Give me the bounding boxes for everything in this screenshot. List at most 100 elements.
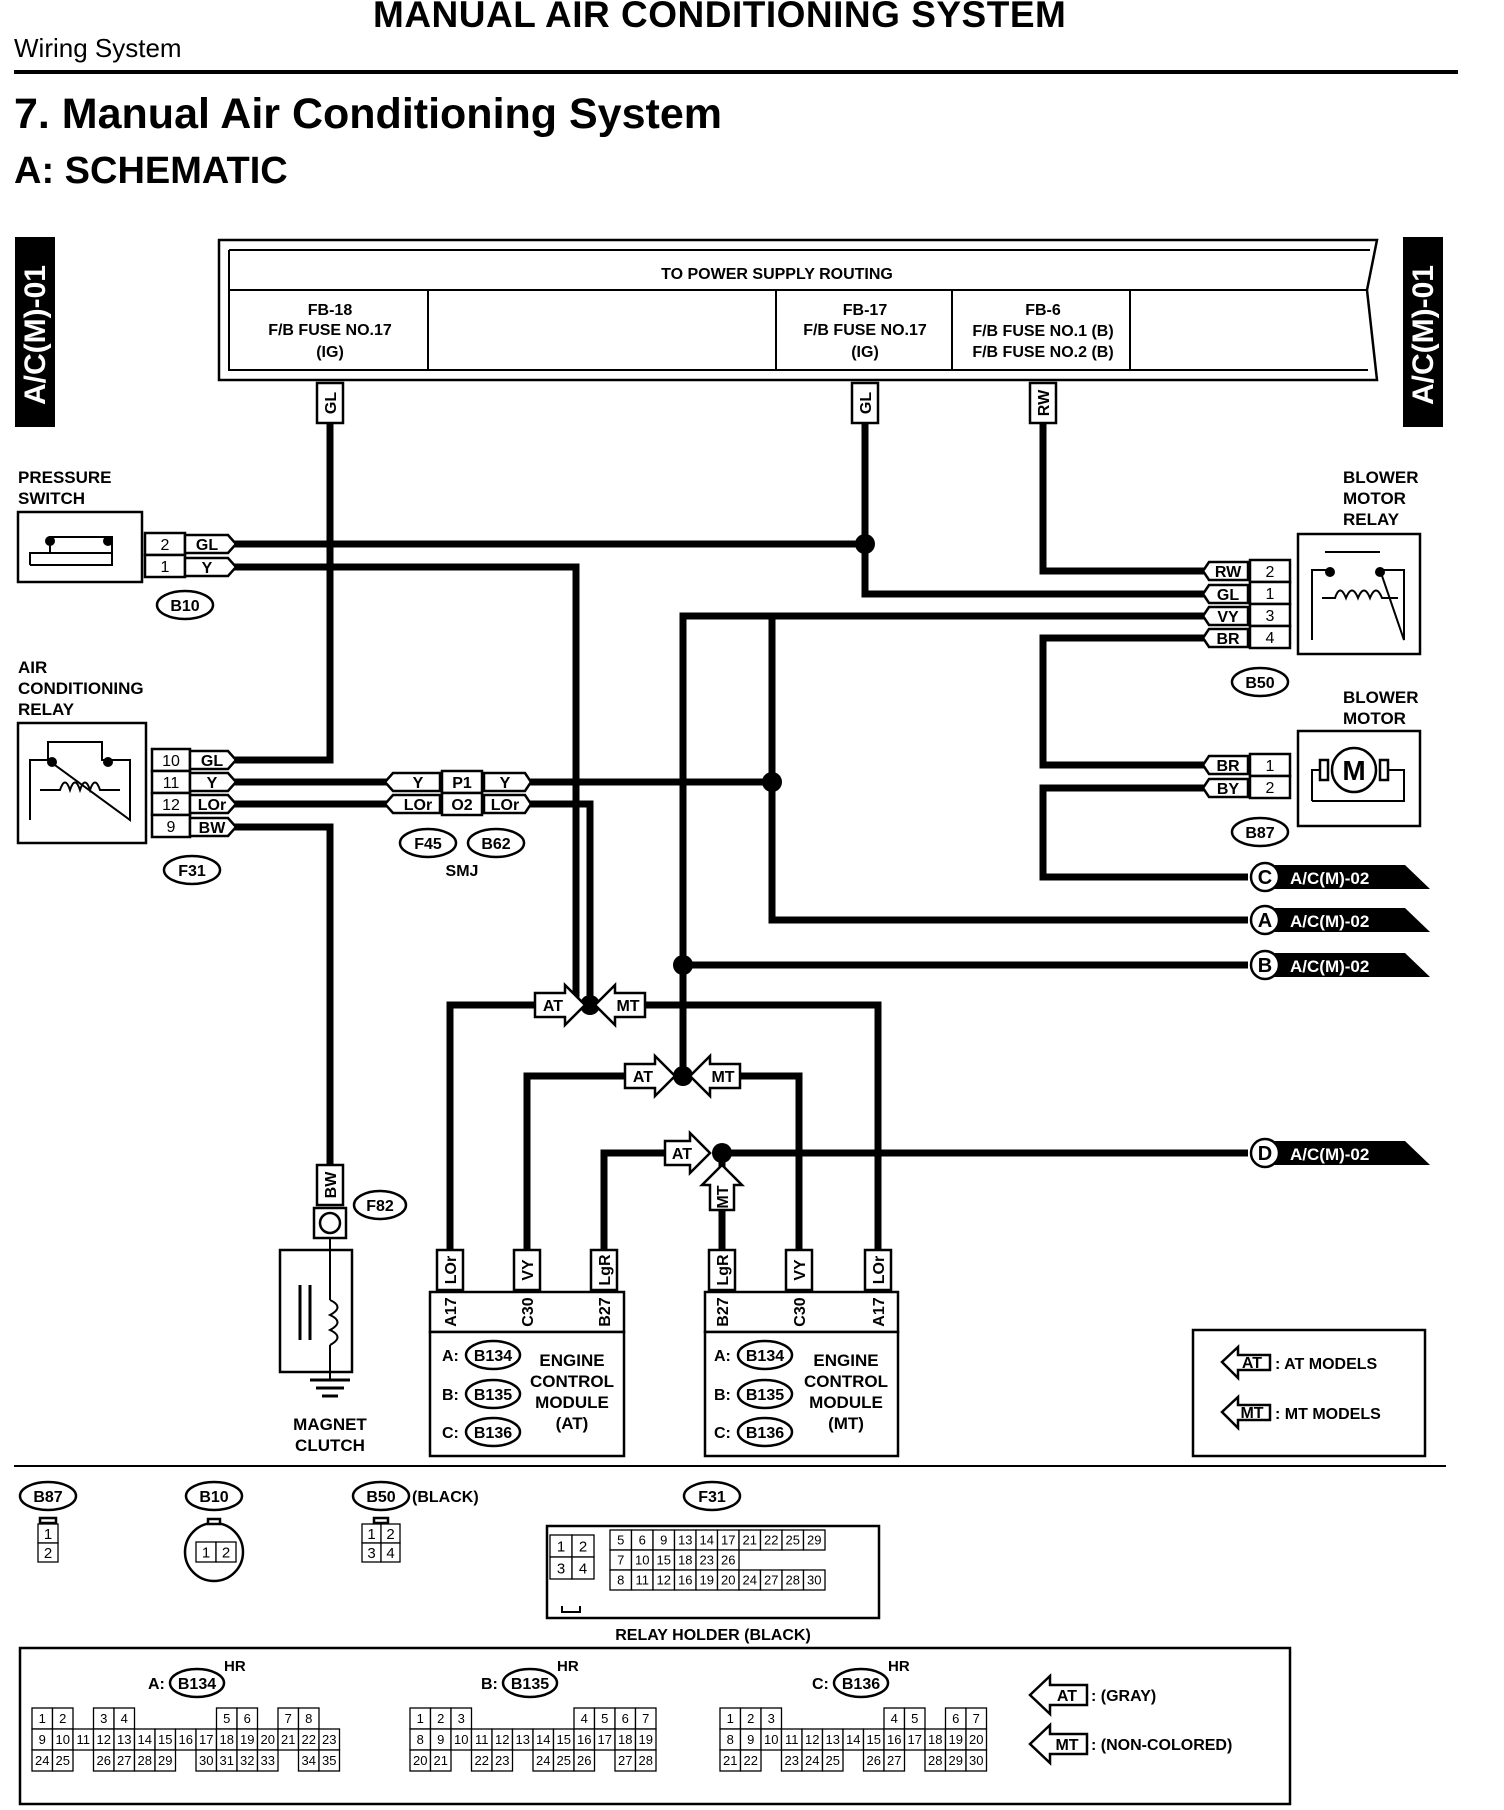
pin-cell <box>883 1749 906 1772</box>
pin-number: 7 <box>642 1711 649 1726</box>
pin-number: 1 <box>727 1711 734 1726</box>
connector-f82: F82 <box>366 1198 394 1215</box>
pin-number: 22 <box>302 1732 316 1747</box>
pin-number: 12 <box>805 1732 819 1747</box>
b50-wire-vy: VY <box>1217 609 1239 626</box>
page-tab-right-label: A/C(M)-01 <box>1407 265 1440 405</box>
pin-number: 26 <box>867 1753 881 1768</box>
smj-wire-lor-left: LOr <box>404 797 432 814</box>
svg-text:HR: HR <box>224 1658 246 1675</box>
smj-wire-y-right: Y <box>500 775 511 792</box>
pin-number: 15 <box>158 1732 172 1747</box>
pin-cell <box>154 1749 177 1772</box>
magnet-clutch-label-2: CLUTCH <box>295 1436 365 1455</box>
pin-number: 13 <box>826 1732 840 1747</box>
pin-number: 21 <box>723 1753 737 1768</box>
svg-text:A:: A: <box>148 1676 165 1693</box>
pin-number: 1 <box>417 1711 424 1726</box>
pin-number: 27 <box>887 1753 901 1768</box>
ecm-at-wire-lor: LOr <box>443 1256 460 1284</box>
pin-number: 15 <box>657 1553 671 1568</box>
junction-dot <box>855 534 875 554</box>
fb6-fuse2: F/B FUSE NO.2 (B) <box>972 344 1113 361</box>
b10-wire-gl: GL <box>196 537 218 554</box>
blower-relay-label-3: RELAY <box>1343 510 1400 529</box>
pin-number: 21 <box>743 1533 757 1548</box>
pin-number: 3 <box>100 1711 107 1726</box>
pin-number: 6 <box>244 1711 251 1726</box>
ecm-mt-label-4: (MT) <box>828 1414 864 1433</box>
pin-number: 3 <box>557 1560 565 1577</box>
wire-tag-fb18: GL <box>315 381 345 425</box>
pin-number: 22 <box>764 1533 778 1548</box>
fb6-fuse1: F/B FUSE NO.1 (B) <box>972 323 1113 340</box>
pin-number: 25 <box>557 1753 571 1768</box>
pin-number: 2 <box>747 1711 754 1726</box>
pin-number: 24 <box>536 1753 550 1768</box>
pin-number: 28 <box>639 1753 653 1768</box>
pin-number: 30 <box>807 1573 821 1588</box>
header-top-title: MANUAL AIR CONDITIONING SYSTEM <box>373 0 1067 35</box>
pin-number: 25 <box>826 1753 840 1768</box>
pin-number: 19 <box>700 1573 714 1588</box>
ecm-at: LOr VY LgR A17 C30 B27 A: B134 B: B135 C… <box>428 1248 626 1458</box>
pin-number: 3 <box>768 1711 775 1726</box>
pin-number: 10 <box>56 1732 70 1747</box>
pin-cell <box>37 1542 59 1563</box>
b50-wire-rw: RW <box>1215 564 1242 581</box>
pin-cell <box>573 1749 596 1772</box>
pin-number: 23 <box>785 1753 799 1768</box>
pin-cell <box>51 1749 74 1772</box>
pin-number: 3 <box>367 1545 375 1562</box>
legend-mt-text: : MT MODELS <box>1275 1406 1381 1423</box>
b10-pin-2: 2 <box>161 537 170 554</box>
at-arrow-1: AT <box>533 981 587 1029</box>
junction-dot <box>712 1143 732 1163</box>
pin-number: 35 <box>322 1753 336 1768</box>
ecm-mt-b-prefix: B: <box>714 1387 731 1404</box>
ecm-at-label-1: ENGINE <box>539 1351 604 1370</box>
f31-wire-gl: GL <box>201 753 223 770</box>
connector-b50: B50 <box>1245 675 1274 692</box>
svg-text:AT: AT <box>1057 1688 1077 1705</box>
pin-number: 2 <box>59 1711 66 1726</box>
pin-number: 8 <box>617 1573 624 1588</box>
fb18-name: FB-18 <box>308 302 353 319</box>
ecm-mt-label-1: ENGINE <box>813 1351 878 1370</box>
pin-number: 23 <box>322 1732 336 1747</box>
pin-number: 5 <box>223 1711 230 1726</box>
pin-cell <box>821 1749 844 1772</box>
page-tab-left: A/C(M)-01 <box>15 237 55 427</box>
junction-dot <box>762 772 782 792</box>
pin-number: 9 <box>39 1732 46 1747</box>
section-title: 7. Manual Air Conditioning System <box>14 90 722 138</box>
continuation-b-letter: B <box>1258 955 1272 977</box>
continuation-a-ref: A/C(M)-02 <box>1290 912 1369 931</box>
pin-number: 17 <box>908 1732 922 1747</box>
connector-b10: B10 <box>170 598 199 615</box>
ecm-at-pin-b27: B27 <box>597 1297 614 1326</box>
svg-text:C:: C: <box>812 1676 829 1693</box>
ecm-legend-at: AT : (GRAY) <box>1028 1673 1156 1717</box>
ecm-mt-b135: B135 <box>746 1387 784 1404</box>
smj-label: SMJ <box>446 863 479 880</box>
pin-number: 32 <box>240 1753 254 1768</box>
pin-number: 4 <box>581 1711 588 1726</box>
pin-number: 10 <box>454 1732 468 1747</box>
ecm-legend-gray: : (GRAY) <box>1091 1688 1156 1705</box>
continuation-a-letter: A <box>1258 910 1272 932</box>
subsection-title: A: SCHEMATIC <box>14 150 288 192</box>
ecm-mt-label-2: CONTROL <box>804 1372 888 1391</box>
pin-cell <box>491 1749 514 1772</box>
legend-at-text: : AT MODELS <box>1275 1356 1378 1373</box>
pin-cell <box>802 1529 826 1551</box>
pin-number: 26 <box>721 1553 735 1568</box>
pin-number: 4 <box>386 1545 394 1562</box>
pin-number: 21 <box>434 1753 448 1768</box>
ecm-at-b134: B134 <box>474 1348 512 1365</box>
svg-text:B87: B87 <box>33 1489 62 1506</box>
